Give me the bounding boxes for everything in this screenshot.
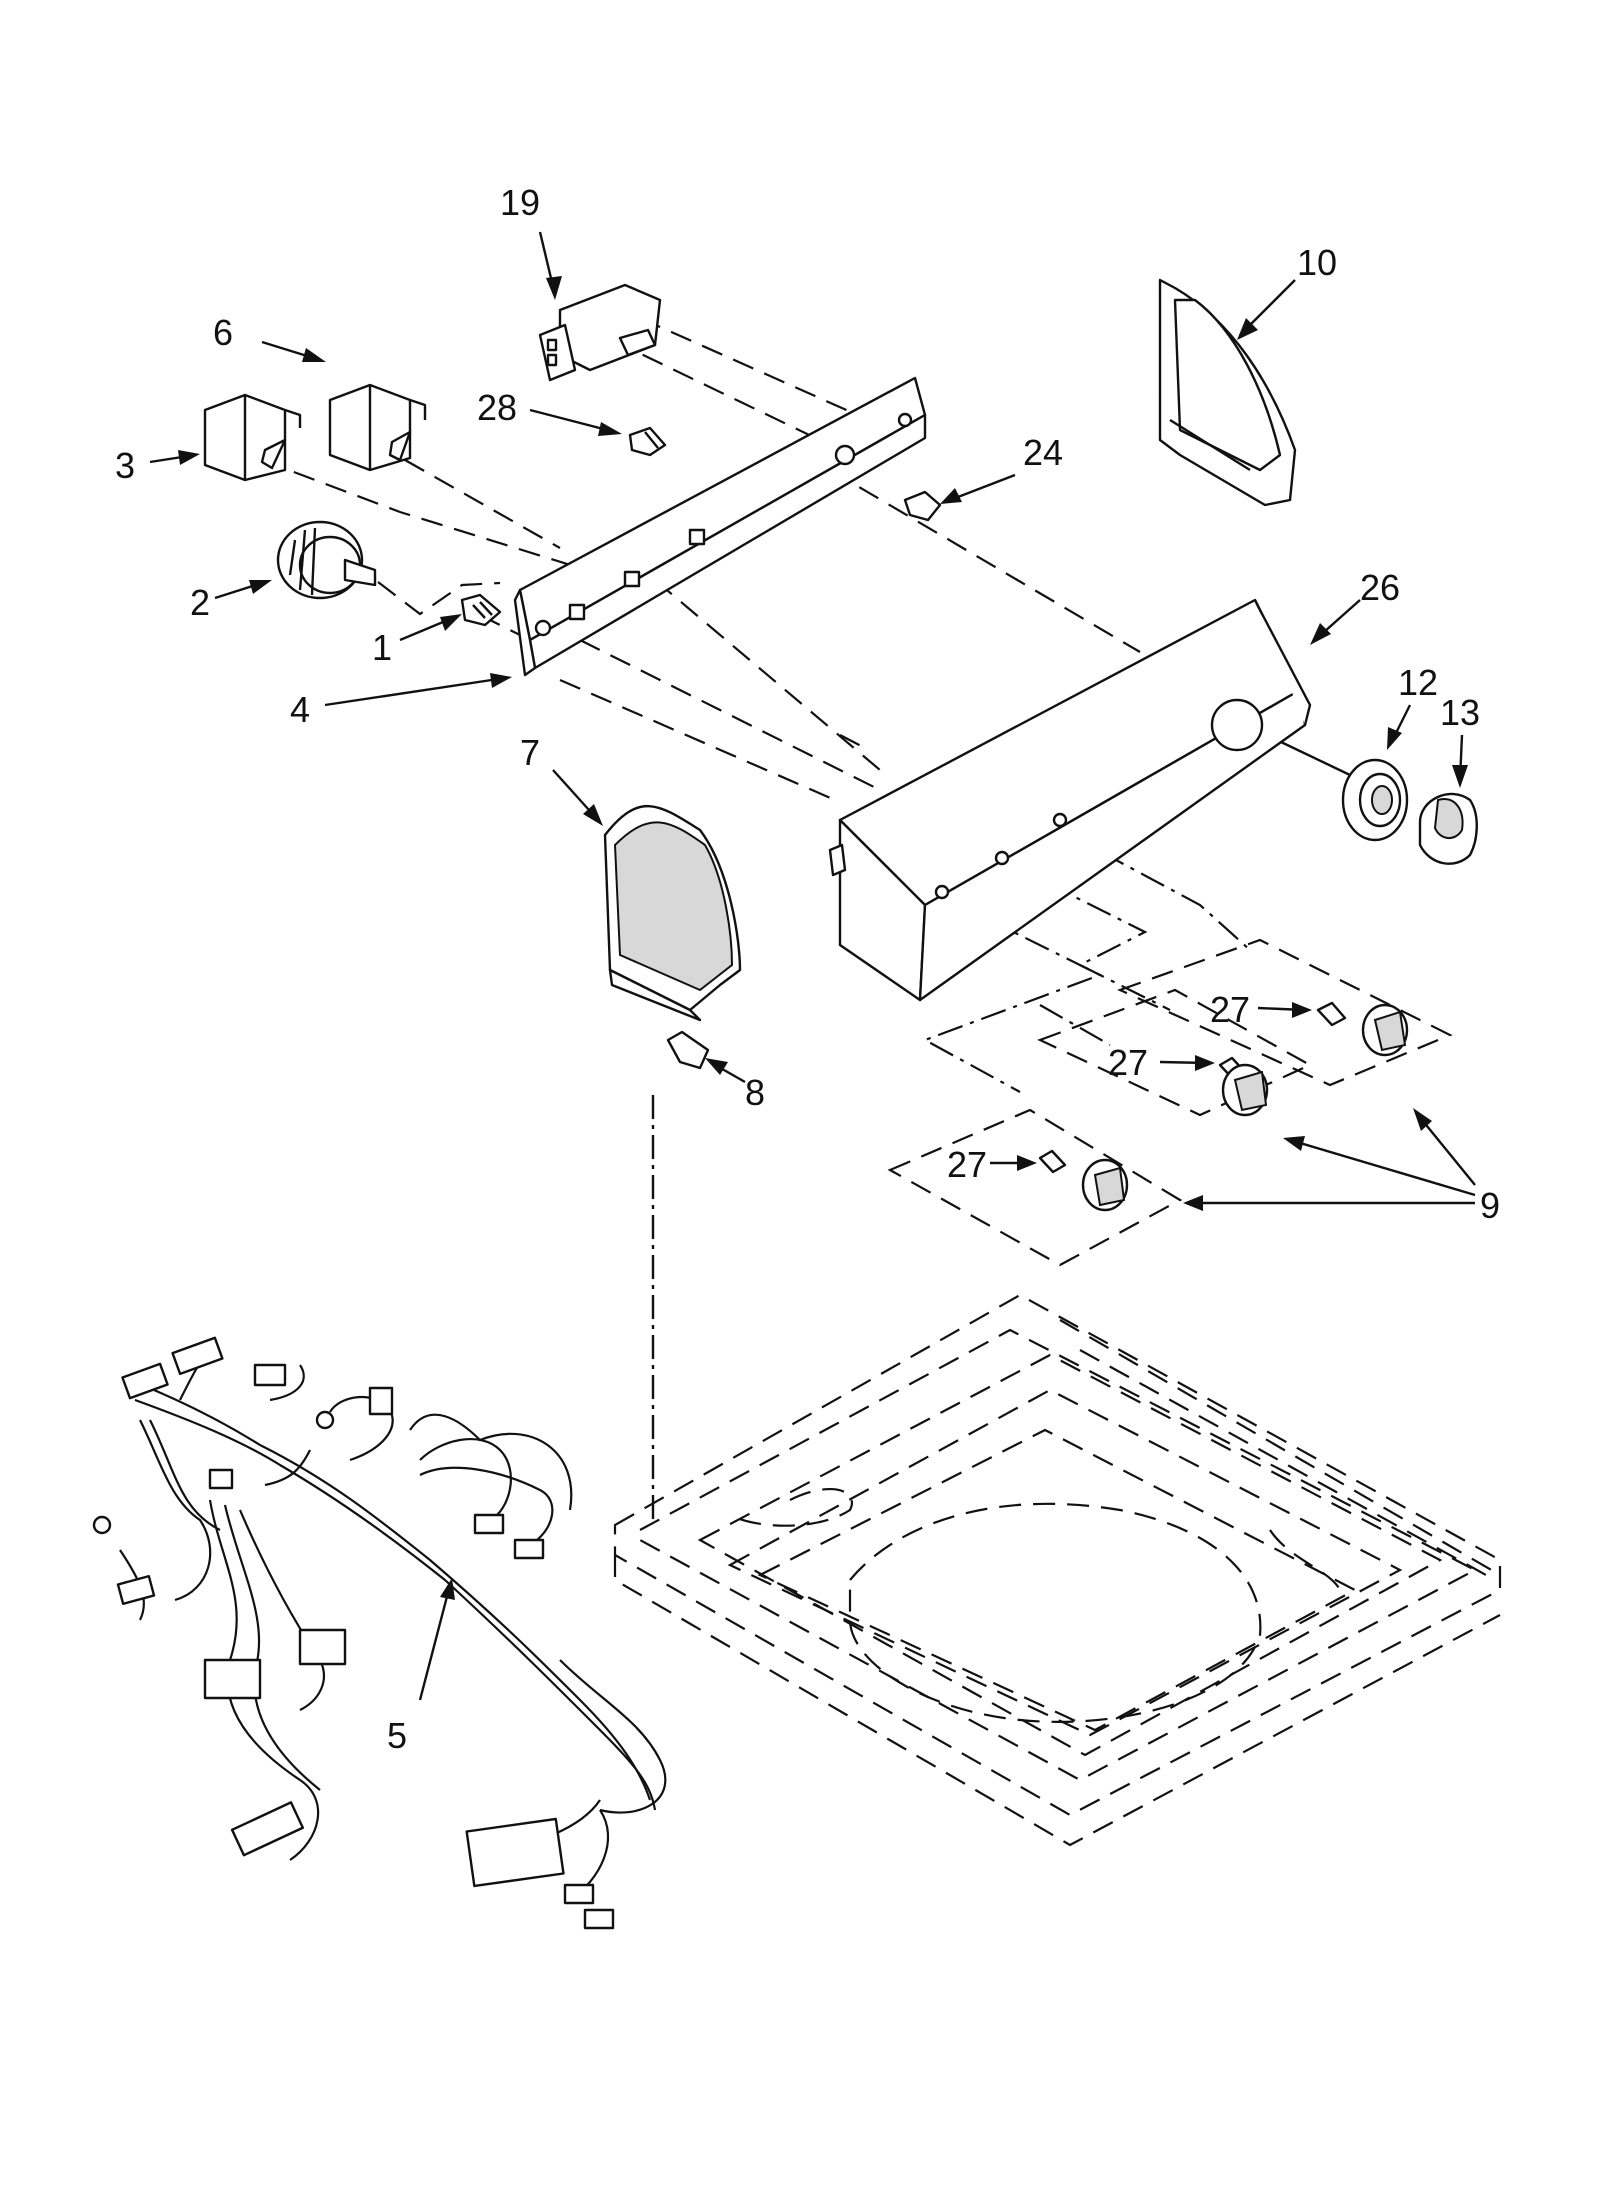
part-9-knob-a [1361, 1003, 1409, 1057]
part-26-console-panel [828, 598, 1312, 1002]
part-12-dial-ring [1341, 758, 1409, 842]
callout-24: 24 [1023, 432, 1063, 473]
callout-3: 3 [115, 445, 135, 486]
callout-1: 1 [372, 627, 392, 668]
callout-labels: 19 10 6 28 3 24 2 26 1 12 13 4 7 27 8 27… [115, 182, 1500, 1756]
callout-4: 4 [290, 689, 310, 730]
part-4-control-bracket [513, 376, 927, 677]
callout-27-bottom: 27 [947, 1144, 987, 1185]
callout-2: 2 [190, 582, 210, 623]
part-8-clip [666, 1030, 710, 1070]
callout-6: 6 [213, 312, 233, 353]
part-19-switch-module [538, 283, 662, 382]
part-5-wire-harness [92, 1336, 667, 1930]
callout-9: 9 [1480, 1185, 1500, 1226]
part-27-lamp-a [1316, 1001, 1347, 1027]
part-9-knob-b [1221, 1063, 1269, 1117]
part-27-lamp-c [1038, 1149, 1067, 1174]
part-13-knob [1418, 792, 1478, 865]
part-3-switch [203, 393, 302, 482]
part-1-screw [460, 593, 502, 627]
callout-28: 28 [477, 387, 517, 428]
callout-19: 19 [500, 182, 540, 223]
part-6-switch [328, 383, 427, 472]
part-10-end-cap [1158, 278, 1297, 507]
callout-12: 12 [1398, 662, 1438, 703]
callout-arrows [149, 231, 1476, 1701]
part-28-screw [628, 426, 667, 457]
part-24-screw [903, 490, 942, 522]
callout-27-top: 27 [1210, 989, 1250, 1030]
callout-10: 10 [1297, 242, 1337, 283]
callout-13: 13 [1440, 692, 1480, 733]
part-9-knob-c [1081, 1158, 1129, 1212]
callout-27-middle: 27 [1108, 1042, 1148, 1083]
part-2-timer [276, 520, 377, 600]
callout-26: 26 [1360, 567, 1400, 608]
washer-cabinet-top-outline [613, 1293, 1502, 1847]
callout-5: 5 [387, 1715, 407, 1756]
part-7-end-cap [603, 805, 742, 1022]
callout-8: 8 [745, 1072, 765, 1113]
callout-7: 7 [520, 732, 540, 773]
assembly-guide-lines [261, 316, 1453, 1520]
